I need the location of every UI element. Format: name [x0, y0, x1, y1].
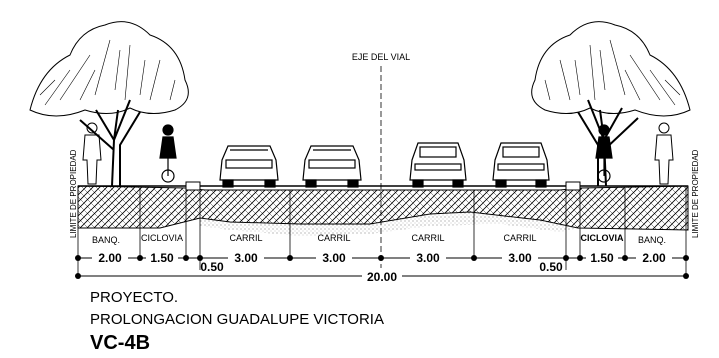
dim-total: 20.00 — [367, 270, 397, 284]
tree-left-icon — [29, 21, 189, 187]
dim-sep-left: 0.50 — [200, 260, 224, 274]
label-ciclovia-right: CICLOVIA — [580, 233, 624, 243]
cyclist-left-icon — [159, 124, 177, 183]
caption-line-1: PROYECTO. — [90, 289, 179, 306]
dim-carril-3: 3.00 — [416, 251, 440, 265]
pavement-structure — [77, 181, 689, 236]
dim-carril-2: 3.00 — [322, 251, 346, 265]
axis-label: EJE DEL VIAL — [352, 52, 410, 62]
dim-sep-right: 0.50 — [539, 260, 563, 274]
dimension-chain — [75, 255, 689, 261]
total-dimension: 20.00 — [75, 268, 689, 284]
label-carril-2: CARRIL — [317, 233, 350, 243]
label-banq-left: BANQ. — [92, 235, 120, 245]
road-cross-section: EJE DEL VIAL LIMITE DE PROPIEDAD LIMITE … — [29, 21, 700, 284]
label-banq-right: BANQ. — [638, 235, 666, 245]
property-limit-left: LIMITE DE PROPIEDAD — [69, 149, 78, 238]
car-3-icon — [409, 142, 467, 188]
project-caption: PROYECTO. PROLONGACION GUADALUPE VICTORI… — [90, 287, 650, 355]
dimension-values: 2.00 1.50 3.00 3.00 3.00 3.00 1.50 2.00 — [92, 250, 672, 265]
dim-banq-right: 2.00 — [642, 251, 666, 265]
section-code: VC-4B — [90, 332, 151, 354]
label-ciclovia-left: CICLOVIA — [141, 233, 183, 243]
car-2-icon — [302, 145, 362, 188]
property-limit-right: LIMITE DE PROPIEDAD — [691, 149, 700, 238]
car-1-icon — [219, 145, 279, 188]
cyclist-right-icon — [595, 124, 613, 183]
tree-right-icon — [531, 21, 691, 187]
pedestrian-left-icon — [82, 122, 102, 185]
label-carril-3: CARRIL — [411, 233, 444, 243]
dim-carril-1: 3.00 — [234, 251, 258, 265]
label-carril-1: CARRIL — [229, 233, 262, 243]
car-4-icon — [492, 142, 550, 188]
label-carril-4: CARRIL — [503, 233, 536, 243]
dim-banq-left: 2.00 — [98, 251, 122, 265]
dim-ciclovia-right: 1.50 — [590, 251, 614, 265]
caption-line-2: PROLONGACION GUADALUPE VICTORIA — [90, 311, 384, 328]
dim-ciclovia-left: 1.50 — [150, 251, 174, 265]
pedestrian-right-icon — [654, 122, 674, 185]
dim-carril-4: 3.00 — [508, 251, 532, 265]
